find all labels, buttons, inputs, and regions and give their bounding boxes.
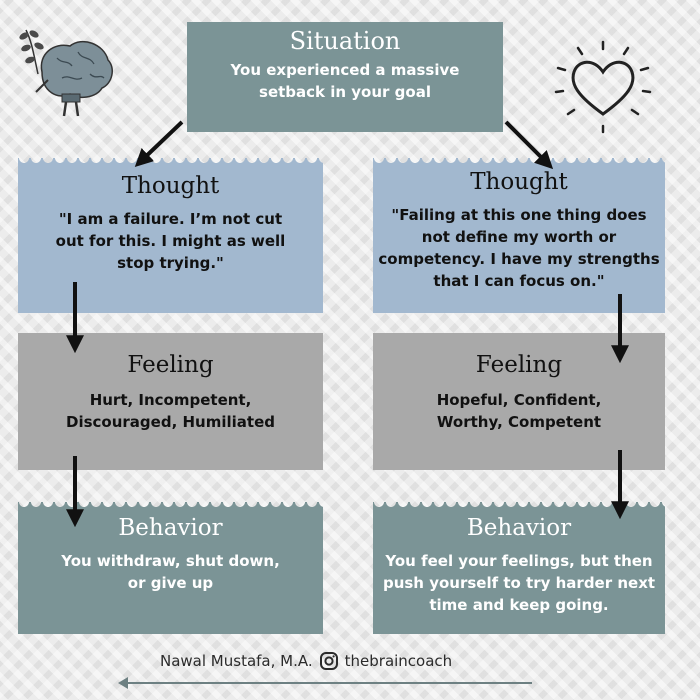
feeling-box-right: Feeling Hopeful, Confident, Worthy, Comp… [373,333,665,470]
feeling-title-left: Feeling [127,352,214,378]
heart-icon [554,40,652,134]
feeling-box-left: Feeling Hurt, Incompetent, Discouraged, … [18,333,323,470]
footer-rule-arrowhead [118,677,128,689]
thought-text-right: "Failing at this one thing does not defi… [378,206,660,290]
footer: Nawal Mustafa, M.A. thebraincoach [160,649,520,673]
footer-rule [122,682,532,684]
behavior-title-right: Behavior [466,515,572,541]
arrow-situation-to-right-thought [504,120,554,170]
author-name: Nawal Mustafa, M.A. [160,652,313,670]
feeling-text-left: Hurt, Incompetent, Discouraged, Humiliat… [66,391,275,432]
behavior-text-right: You feel your feelings, but then push yo… [382,552,656,614]
thought-box-left: Thought "I am a failure. I’m not cut out… [18,158,323,313]
situation-title: Situation [289,27,401,55]
feeling-title-right: Feeling [475,352,563,378]
situation-box: Situation You experienced a massive setb… [187,22,503,132]
feeling-text-right: Hopeful, Confident, Worthy, Competent [436,391,602,432]
behavior-text-left: You withdraw, shut down, or give up [61,552,280,593]
arrow-situation-to-left-thought [134,120,184,167]
thought-title-right: Thought [470,169,568,195]
situation-text: You experienced a massive setback in you… [230,61,460,102]
thought-box-right: Thought "Failing at this one thing does … [373,158,665,313]
brain-plant-icon [19,29,114,117]
thought-text-left: "I am a failure. I’m not cut out for thi… [55,210,286,272]
instagram-handle: thebraincoach [344,652,453,670]
instagram-icon [319,652,338,670]
thought-title-left: Thought [121,173,220,199]
behavior-title-left: Behavior [118,515,223,541]
behavior-box-right: Behavior You feel your feelings, but the… [373,502,665,634]
